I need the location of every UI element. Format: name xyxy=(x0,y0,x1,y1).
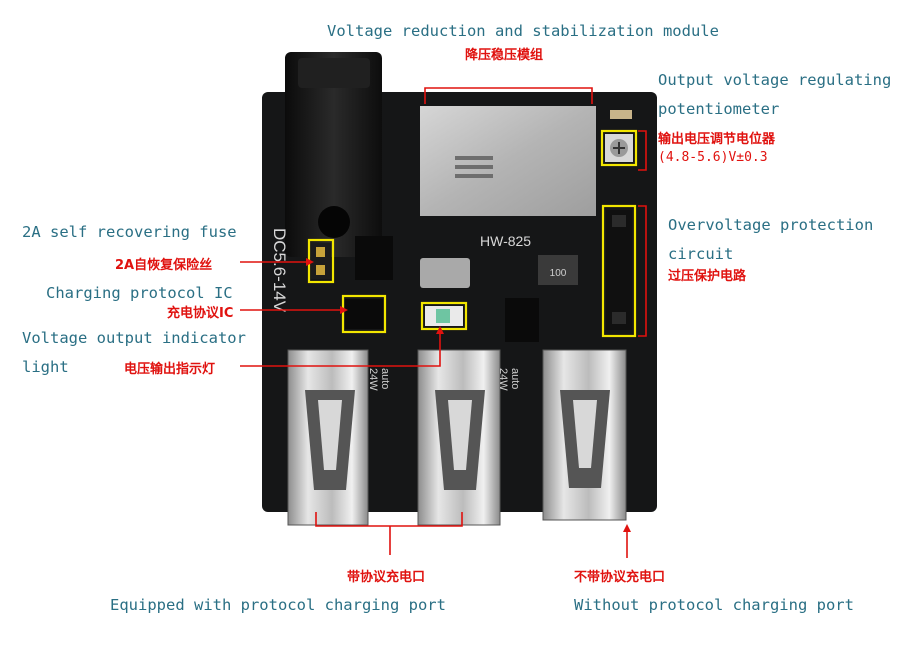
silk-voltage: DC5.6-14V xyxy=(270,228,289,313)
led-highlight xyxy=(420,301,468,331)
ovp-highlight xyxy=(601,204,637,338)
silk-port2-auto: auto xyxy=(509,368,521,389)
led-pointer xyxy=(240,332,441,367)
potentiometer-label-cn: 输出电压调节电位器 xyxy=(658,132,776,147)
led-label-en-2: light xyxy=(22,358,69,376)
ports-label-cn: 带协议充电口 xyxy=(347,570,426,585)
ports-label-en: Equipped with protocol charging port xyxy=(110,596,446,614)
buck-module-shield xyxy=(420,106,596,216)
fuse-label-en: 2A self recovering fuse xyxy=(22,223,237,241)
ports-bracket xyxy=(315,512,463,555)
led-label-en-1: Voltage output indicator xyxy=(22,329,246,347)
dc-jack xyxy=(285,52,382,257)
noproto-label-en: Without protocol charging port xyxy=(574,596,854,614)
module-label-cn: 降压稳压模组 xyxy=(465,48,544,63)
silk-port1-auto: auto xyxy=(379,368,391,389)
inductor-mark: 100 xyxy=(550,268,567,279)
silk-port2-watt: 24W xyxy=(497,368,509,391)
potentiometer-label-en-1: Output voltage regulating xyxy=(658,71,892,89)
noproto-label-cn: 不带协议充电口 xyxy=(574,570,666,585)
module-label-en: Voltage reduction and stabilization modu… xyxy=(327,22,719,40)
silk-model: HW-825 xyxy=(480,233,531,249)
protocol-ic-label-en: Charging protocol IC xyxy=(46,284,233,302)
potentiometer-bracket xyxy=(638,130,647,171)
potentiometer-label-en-2: potentiometer xyxy=(658,100,780,118)
ovp-label-cn: 过压保护电路 xyxy=(668,269,747,284)
protocol-ic-highlight xyxy=(341,294,387,334)
protocol-ic-label-cn: 充电协议IC xyxy=(167,306,234,321)
potentiometer-range: (4.8-5.6)V±0.3 xyxy=(658,150,768,165)
silk-port1-watt: 24W xyxy=(367,368,379,391)
ovp-label-en-2: circuit xyxy=(668,245,734,263)
potentiometer-highlight xyxy=(600,129,638,167)
fuse-label-cn: 2A自恢复保险丝 xyxy=(115,258,213,273)
module-bracket xyxy=(424,87,593,104)
ovp-bracket xyxy=(638,205,647,337)
led-label-cn: 电压输出指示灯 xyxy=(124,362,216,377)
ovp-label-en-1: Overvoltage protection xyxy=(668,216,874,234)
